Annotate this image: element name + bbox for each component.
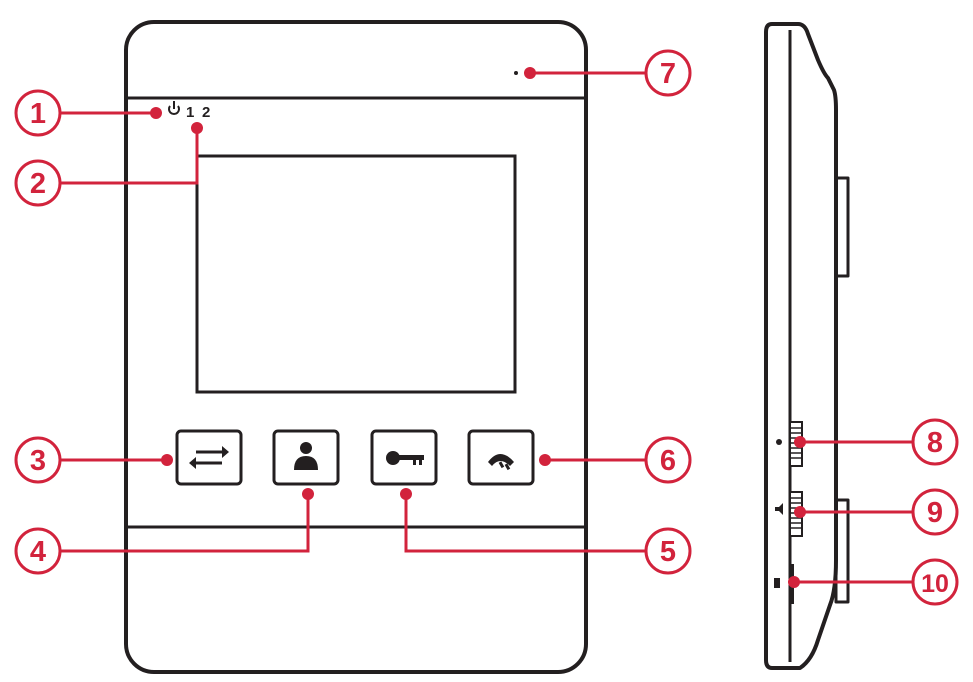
callout-8-label: 8: [927, 427, 943, 459]
key-icon: [386, 451, 424, 465]
front-view: [124, 20, 588, 674]
callout-5: 5: [644, 527, 692, 575]
callout-7: 7: [644, 49, 692, 97]
hang-up-icon: [488, 454, 514, 471]
side-bracket-top: [834, 176, 850, 278]
unlock-button[interactable]: [370, 429, 438, 486]
callout-8: 8: [911, 418, 959, 466]
device-body: [124, 20, 588, 674]
intercom-button[interactable]: [272, 429, 340, 486]
power-icon: [168, 101, 180, 115]
sun-icon: [776, 439, 782, 445]
callout-dots: [150, 67, 806, 588]
monitor-screen: [195, 154, 517, 394]
callout-9-label: 9: [927, 497, 943, 529]
swap-arrows-icon: [189, 446, 229, 469]
callout-6: 6: [644, 436, 692, 484]
indicator-2-label: 2: [202, 104, 210, 121]
side-bracket-bottom: [834, 498, 850, 604]
callout-2-label: 2: [30, 168, 46, 200]
callout-4: 4: [14, 527, 62, 575]
callout-7-label: 7: [660, 58, 676, 90]
callout-1: 1: [14, 89, 62, 137]
callout-6-label: 6: [660, 445, 676, 477]
callout-3-label: 3: [30, 445, 46, 477]
callout-3: 3: [14, 436, 62, 484]
callout-1-label: 1: [30, 98, 46, 130]
callout-lines: [61, 71, 912, 584]
callout-5-label: 5: [660, 536, 676, 568]
callout-2: 2: [14, 159, 62, 207]
user-icon: [294, 442, 318, 470]
talk-hangup-button[interactable]: [467, 429, 535, 486]
side-view: [764, 22, 850, 670]
sd-card-icon: [774, 578, 780, 588]
callout-10-label: 10: [921, 570, 949, 598]
microphone-dot: [514, 71, 518, 75]
callout-10: 10: [911, 558, 959, 606]
indicator-1-label: 1: [186, 104, 194, 121]
callout-9: 9: [911, 488, 959, 536]
monitor-button[interactable]: [175, 429, 243, 486]
side-back-outline: [764, 22, 838, 670]
speaker-icon: [775, 503, 783, 515]
callout-4-label: 4: [30, 536, 46, 568]
